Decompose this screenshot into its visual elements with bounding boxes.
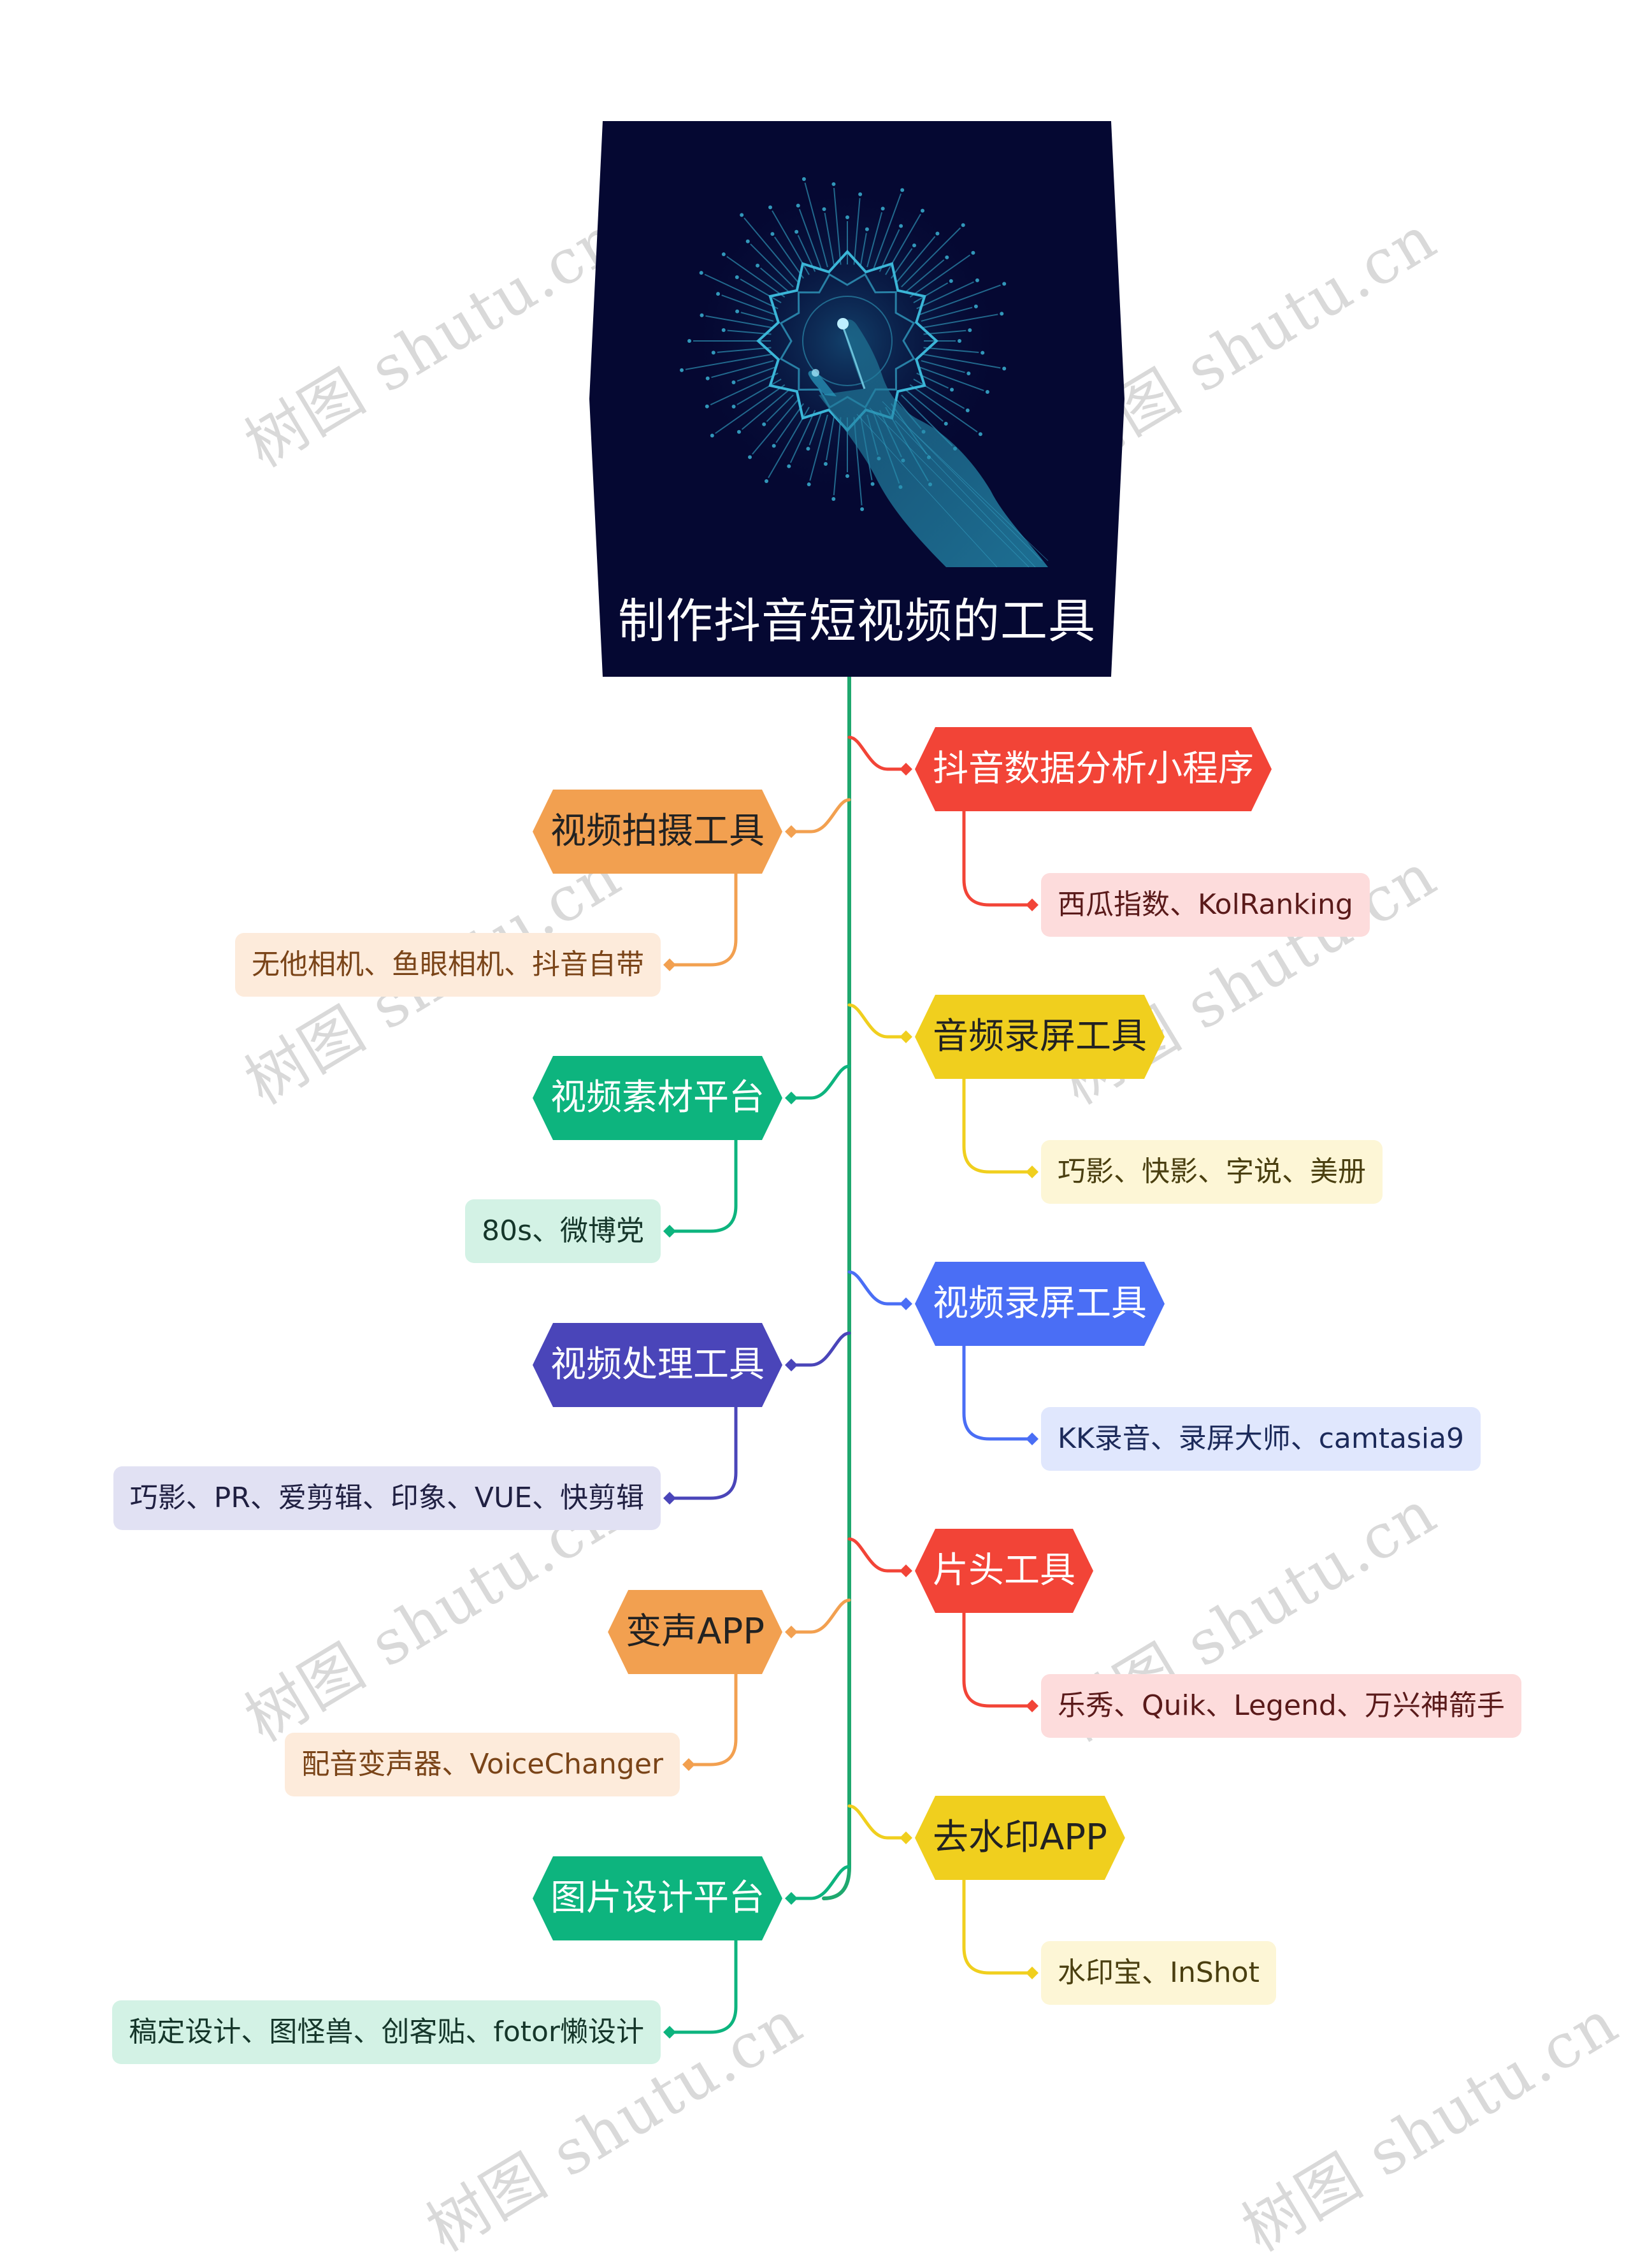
subtopic[interactable]: 80s、微博党 [465,1199,661,1263]
branch-topic[interactable]: 音频录屏工具 [915,995,1165,1079]
branch-topic[interactable]: 片头工具 [915,1529,1093,1613]
subtopic[interactable]: 巧影、快影、字说、美册 [1041,1140,1383,1204]
subtopic[interactable]: KK录音、录屏大师、camtasia9 [1041,1407,1481,1471]
branch-topic[interactable]: 去水印APP [915,1796,1125,1880]
central-topic-title: 制作抖音短视频的工具 [618,594,1096,649]
branch-topic[interactable]: 视频素材平台 [533,1056,782,1140]
branch-topic[interactable]: 视频录屏工具 [915,1262,1165,1346]
subtopic[interactable]: 水印宝、InShot [1041,1941,1276,2005]
subtopic[interactable]: 无他相机、鱼眼相机、抖音自带 [235,933,661,997]
subtopic[interactable]: 配音变声器、VoiceChanger [285,1733,680,1796]
subtopic[interactable]: 西瓜指数、KolRanking [1041,873,1370,937]
subtopic[interactable]: 乐秀、Quik、Legend、万兴神箭手 [1041,1674,1521,1738]
subtopic[interactable]: 稿定设计、图怪兽、创客贴、fotor懒设计 [112,2000,661,2064]
branch-topic[interactable]: 视频拍摄工具 [533,790,782,874]
branch-topic[interactable]: 图片设计平台 [533,1856,782,1940]
central-topic[interactable]: 制作抖音短视频的工具 [589,121,1124,677]
mindmap-canvas: 树图 shutu.cn 树图 shutu.cn 树图 shutu.cn 树图 s… [112,121,1630,2265]
connector-layer [663,675,1038,2039]
branch-topic[interactable]: 抖音数据分析小程序 [915,727,1272,811]
subtopic[interactable]: 巧影、PR、爱剪辑、印象、VUE、快剪辑 [113,1466,661,1530]
branch-topic[interactable]: 视频处理工具 [533,1323,782,1407]
digital-hand-illustration [680,177,1049,568]
branch-topic[interactable]: 变声APP [608,1590,782,1674]
